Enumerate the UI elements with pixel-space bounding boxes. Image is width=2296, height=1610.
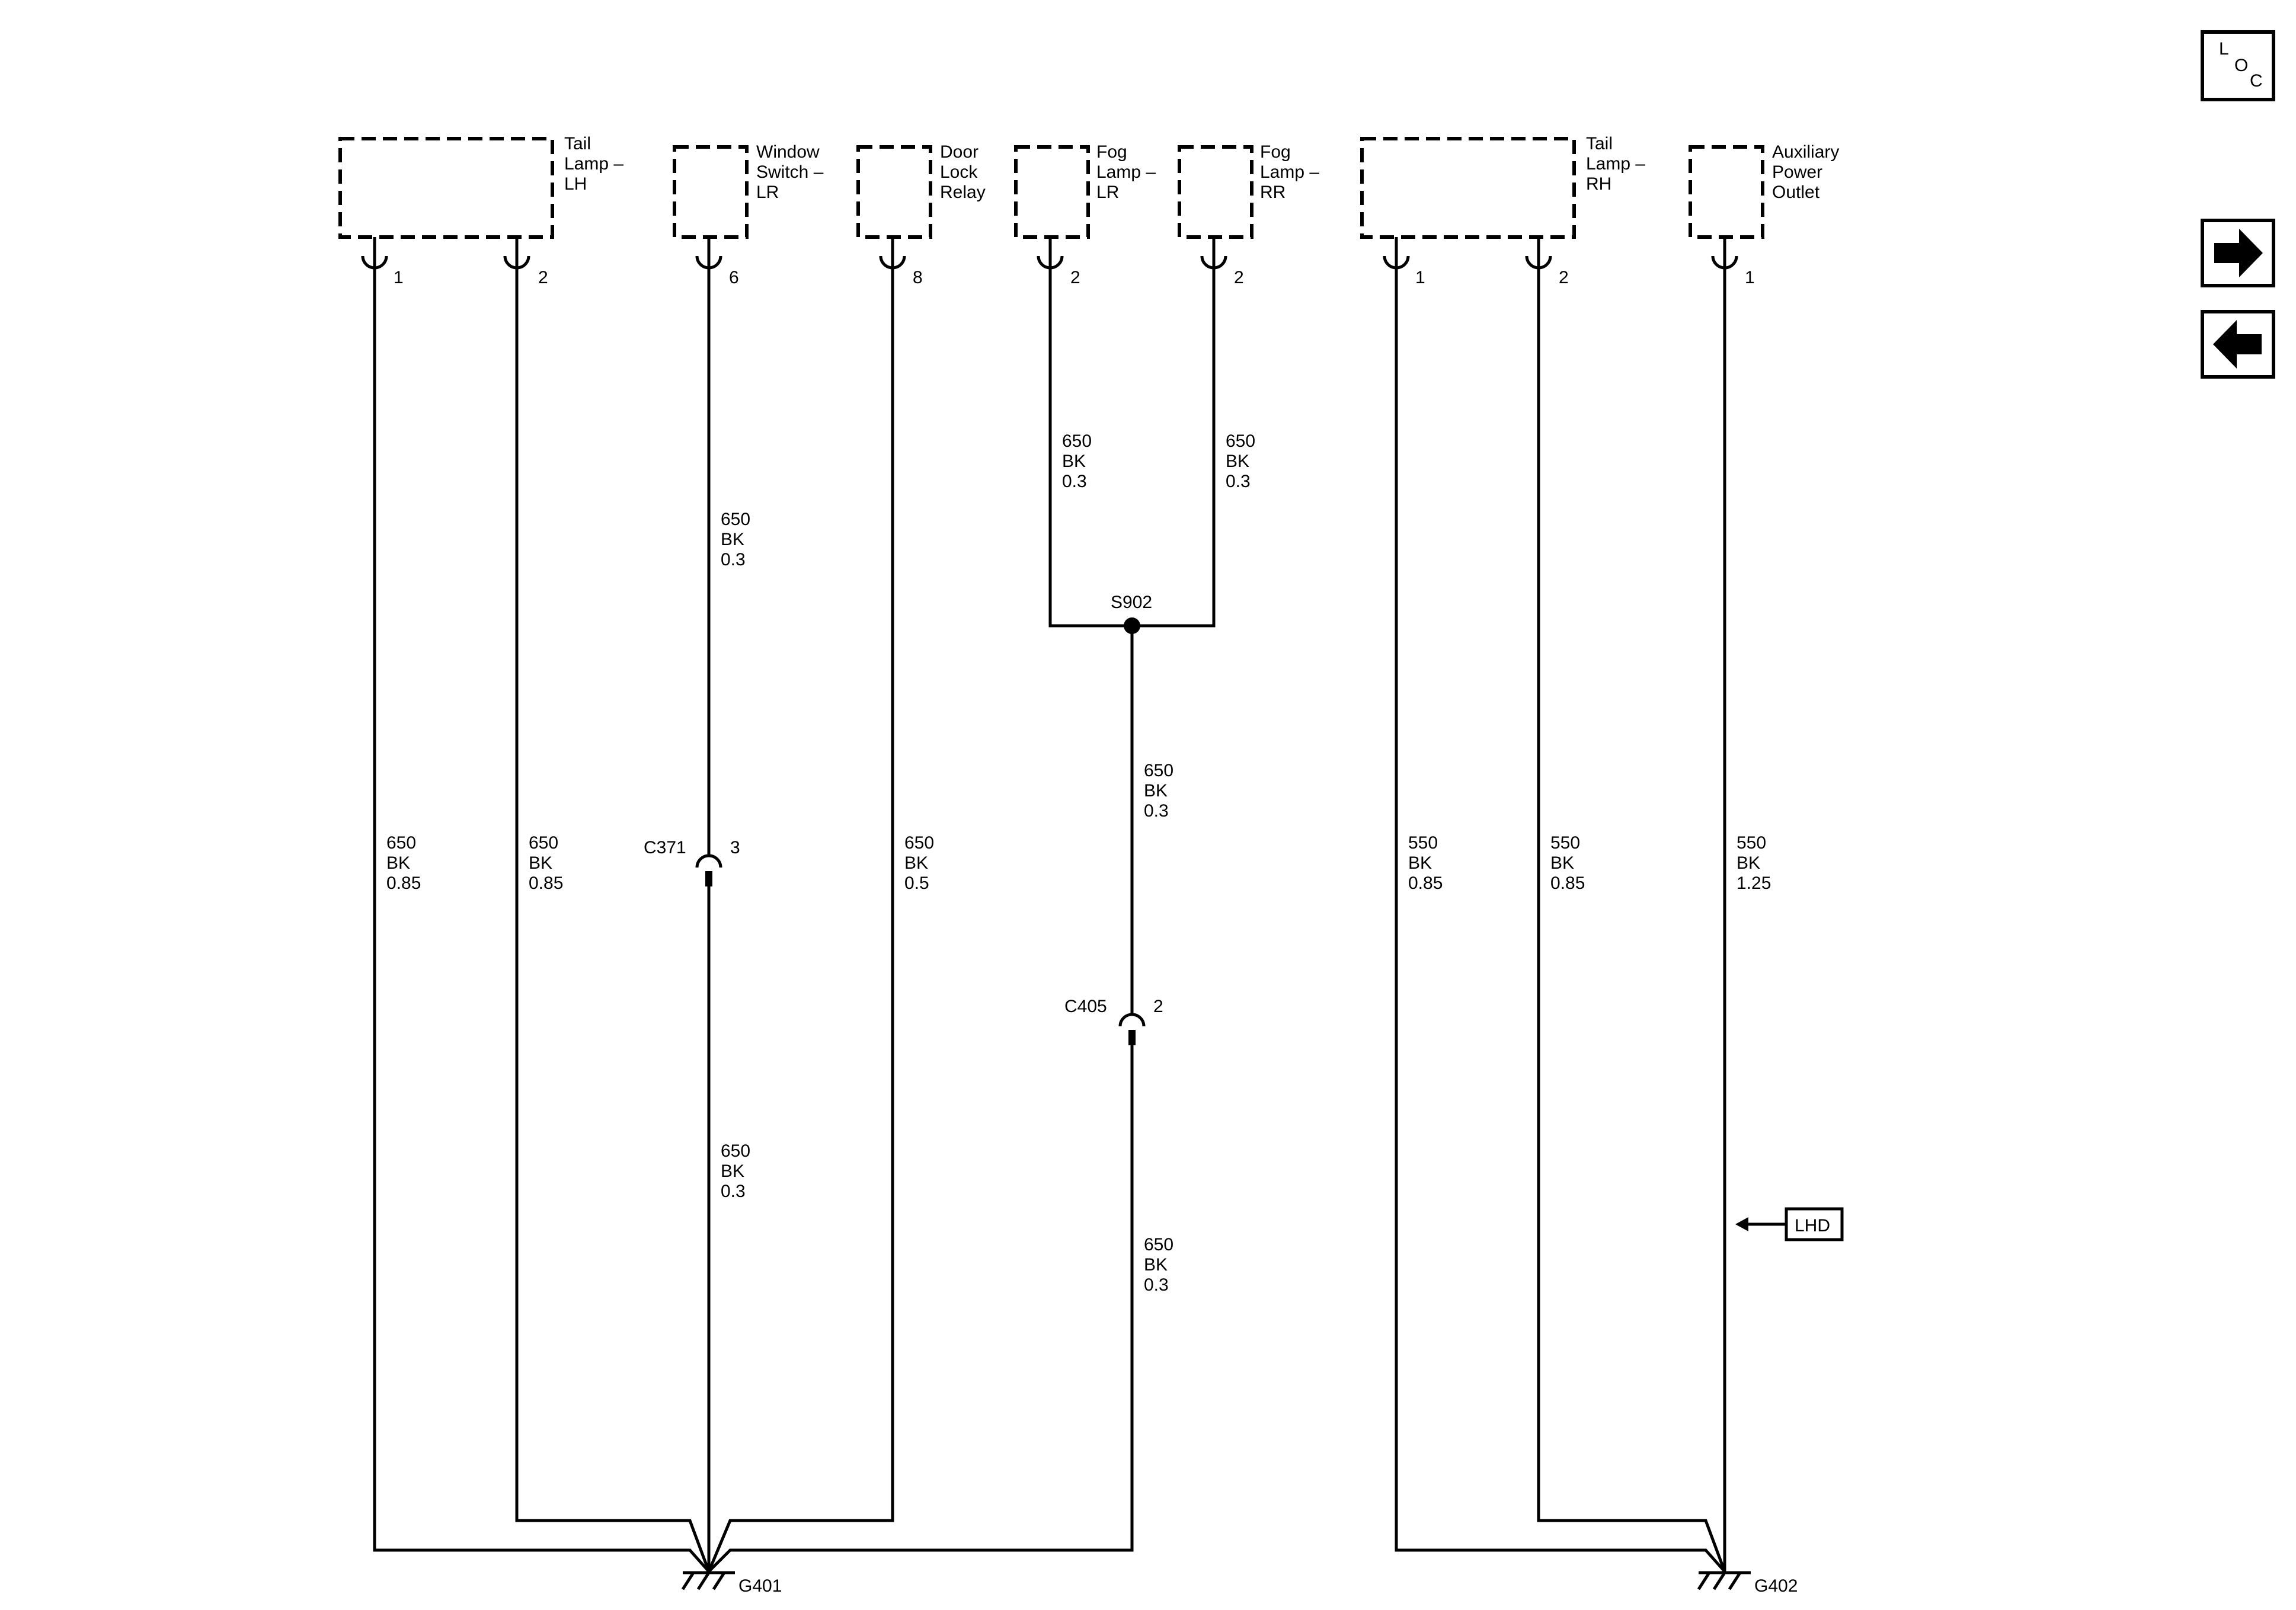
wire-tail-lamp-rh-2 [1537, 261, 1726, 1572]
pin-tail-lamp-lh-1: 1 [394, 268, 404, 287]
pin-fog-lamp-rr: 2 [1234, 268, 1244, 287]
arrow-right-icon [2214, 229, 2263, 277]
wire-tail-lamp-lh-2 [515, 261, 711, 1572]
connector-c371-pin: 3 [730, 838, 740, 857]
splice-s902-label: S902 [1111, 593, 1152, 612]
wire-tail-lamp-lh-1 [373, 261, 710, 1573]
loc-letter-l: L [2219, 39, 2229, 59]
ground-g401-label: G401 [738, 1576, 782, 1596]
ground-g401-symbol [681, 1571, 735, 1590]
wire-fog-splice-lower [708, 1041, 1134, 1573]
loc-letter-o: O [2234, 56, 2248, 75]
wire-label-fog-splice-mid: 650 BK 0.3 [1144, 761, 1178, 821]
wire-label-door-lock-relay: 650 BK 0.5 [904, 833, 939, 893]
loc-letter-c: C [2250, 71, 2263, 91]
fog-lamp-lr-box [1014, 145, 1090, 239]
ground-g402-symbol [1697, 1571, 1751, 1590]
fog-lamp-rr-label: Fog Lamp – RR [1260, 142, 1324, 202]
wire-tail-lamp-rh-1 [1395, 261, 1726, 1573]
wire-label-fog-splice-lower: 650 BK 0.3 [1144, 1235, 1178, 1295]
ground-g402-label: G402 [1754, 1576, 1798, 1596]
connector-c371 [695, 854, 722, 886]
wire-label-tail-lamp-lh-2: 650 BK 0.85 [529, 833, 563, 893]
connector-c405-pin: 2 [1153, 997, 1163, 1016]
pin-aux-power-outlet: 1 [1745, 268, 1755, 287]
wire-label-tail-lamp-lh-1: 650 BK 0.85 [386, 833, 421, 893]
wire-label-window-switch-upper: 650 BK 0.3 [721, 510, 755, 569]
door-lock-relay-box [856, 145, 932, 239]
pin-fog-lamp-lr: 2 [1070, 268, 1080, 287]
wire-door-lock-relay [707, 261, 894, 1572]
tail-lamp-rh-label: Tail Lamp – RH [1586, 134, 1650, 194]
window-switch-lr-label: Window Switch – LR [756, 142, 829, 202]
lhd-label: LHD [1795, 1216, 1830, 1235]
connector-c405 [1118, 1013, 1146, 1045]
aux-power-outlet-box [1689, 145, 1764, 239]
pin-window-switch: 6 [729, 268, 739, 287]
tail-lamp-lh-box [338, 137, 554, 239]
fog-lamp-rr-box [1178, 145, 1253, 239]
wire-label-fog-lamp-lr: 650 BK 0.3 [1062, 431, 1096, 491]
splice-s902-dot [1124, 617, 1140, 634]
wire-label-tail-lamp-rh-2: 550 BK 0.85 [1550, 833, 1585, 893]
fog-lamp-lr-label: Fog Lamp – LR [1096, 142, 1160, 202]
connector-c405-name: C405 [1064, 997, 1107, 1016]
tail-lamp-rh-box [1360, 137, 1576, 239]
wire-label-fog-lamp-rr: 650 BK 0.3 [1226, 431, 1260, 491]
window-switch-lr-box [673, 145, 749, 239]
pin-tail-lamp-lh-2: 2 [538, 268, 548, 287]
lhd-marker [1735, 1207, 1844, 1241]
pin-tail-lamp-rh-1: 1 [1415, 268, 1425, 287]
pin-door-lock-relay: 8 [913, 268, 923, 287]
previous-page-button[interactable] [2201, 310, 2275, 379]
wire-label-window-switch-lower: 650 BK 0.3 [721, 1141, 755, 1201]
loc-button[interactable]: L O C [2201, 30, 2275, 101]
tail-lamp-lh-label: Tail Lamp – LH [564, 134, 628, 194]
door-lock-relay-label: Door Lock Relay [940, 142, 986, 202]
wire-label-tail-lamp-rh-1: 550 BK 0.85 [1408, 833, 1443, 893]
arrow-left-icon [2213, 320, 2262, 369]
connector-c371-name: C371 [644, 838, 686, 857]
next-page-button[interactable] [2201, 219, 2275, 287]
wire-label-aux-power-outlet: 550 BK 1.25 [1737, 833, 1771, 893]
aux-power-outlet-label: Auxiliary Power Outlet [1772, 142, 1844, 202]
pin-tail-lamp-rh-2: 2 [1559, 268, 1569, 287]
